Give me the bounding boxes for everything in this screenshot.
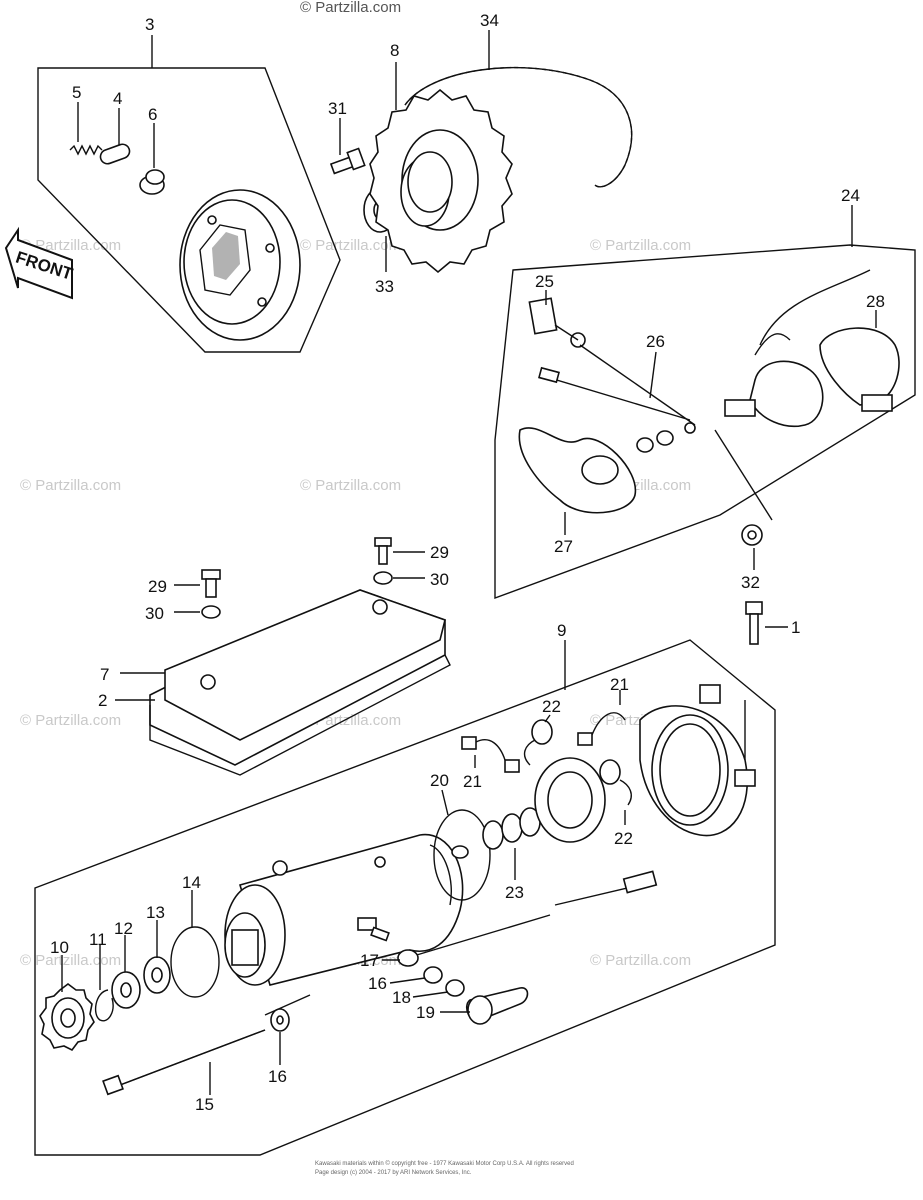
spring-part bbox=[69, 144, 103, 156]
watermark: © Partzilla.com bbox=[20, 712, 121, 729]
callout-34: 34 bbox=[480, 11, 499, 30]
clutch-hub-part bbox=[179, 189, 301, 341]
gasket-part bbox=[149, 654, 451, 776]
starter-relay-part bbox=[724, 269, 900, 427]
nut-part bbox=[423, 966, 465, 997]
group-3-outline bbox=[37, 67, 341, 353]
callout-29: 29 bbox=[148, 577, 167, 596]
washer-part bbox=[143, 956, 171, 994]
brush-plate-part bbox=[534, 757, 606, 843]
callout-17: 17 bbox=[360, 951, 379, 970]
callout-23: 23 bbox=[505, 883, 524, 902]
callout-15: 15 bbox=[195, 1095, 214, 1114]
watermark: © Partzilla.com bbox=[20, 477, 121, 494]
callout-29: 29 bbox=[430, 543, 449, 562]
group-24-outline bbox=[494, 244, 916, 600]
end-cover-part bbox=[639, 684, 756, 837]
through-bolt-part bbox=[102, 1029, 266, 1096]
leader-line bbox=[264, 994, 311, 1016]
footer-page-design: Page design (c) 2004 - 2017 by ARI Netwo… bbox=[315, 1170, 472, 1176]
lead-wire-part bbox=[538, 344, 696, 434]
leader-lines bbox=[61, 30, 877, 1095]
watermark: © Partzilla.com bbox=[300, 477, 401, 494]
sprocket-part bbox=[369, 88, 513, 274]
callout-21: 21 bbox=[610, 675, 629, 694]
callout-31: 31 bbox=[328, 99, 347, 118]
bolt-part bbox=[329, 147, 366, 175]
callout-21: 21 bbox=[463, 772, 482, 791]
callout-labels: 3 5 4 6 8 34 31 33 24 25 26 28 27 32 29 … bbox=[50, 11, 885, 1114]
footer-copyright: Kawasaki materials within © copyright fr… bbox=[315, 1160, 574, 1167]
callout-14: 14 bbox=[182, 873, 201, 892]
brush-spring-part bbox=[523, 719, 553, 766]
callout-4: 4 bbox=[113, 89, 122, 108]
shim-part bbox=[482, 807, 541, 850]
cap-part bbox=[139, 169, 165, 195]
watermark: © Partzilla.com bbox=[590, 237, 691, 254]
pinion-gear-part bbox=[39, 983, 95, 1052]
callout-26: 26 bbox=[646, 332, 665, 351]
roller-pin-part bbox=[99, 143, 131, 165]
chain-part bbox=[404, 66, 633, 188]
callout-11: 11 bbox=[89, 930, 107, 949]
callout-33: 33 bbox=[375, 277, 394, 296]
callout-27: 27 bbox=[554, 537, 573, 556]
callout-25: 25 bbox=[535, 272, 554, 291]
relay-bracket-part bbox=[528, 297, 586, 348]
watermark: © Partzilla.com bbox=[300, 237, 401, 254]
callout-10: 10 bbox=[50, 938, 69, 957]
callout-19: 19 bbox=[416, 1003, 435, 1022]
o-ring-part bbox=[170, 926, 220, 998]
callout-18: 18 bbox=[392, 988, 411, 1007]
leader-line bbox=[714, 429, 773, 521]
circlip-part bbox=[94, 989, 114, 1022]
terminal-lead-part bbox=[397, 870, 658, 967]
callout-2: 2 bbox=[98, 691, 107, 710]
brush-part bbox=[461, 736, 520, 773]
starter-cover-part bbox=[149, 589, 446, 766]
callout-22: 22 bbox=[542, 697, 561, 716]
collar-part bbox=[111, 971, 141, 1009]
callout-8: 8 bbox=[390, 41, 399, 60]
nut-part bbox=[636, 430, 674, 453]
callout-22: 22 bbox=[614, 829, 633, 848]
relay-cover-part bbox=[518, 427, 637, 514]
group-9-outline bbox=[34, 639, 776, 1156]
callout-9: 9 bbox=[557, 621, 566, 640]
callout-32: 32 bbox=[741, 573, 760, 592]
callout-13: 13 bbox=[146, 903, 165, 922]
callout-20: 20 bbox=[430, 771, 449, 790]
nut-part bbox=[741, 524, 763, 546]
bolt-part bbox=[373, 537, 393, 585]
callout-3: 3 bbox=[145, 15, 154, 34]
bolt-part bbox=[745, 601, 763, 645]
watermark: © Partzilla.com bbox=[20, 952, 121, 969]
callout-30: 30 bbox=[145, 604, 164, 623]
top-watermark: © Partzilla.com bbox=[300, 0, 401, 16]
callout-5: 5 bbox=[72, 83, 81, 102]
callout-12: 12 bbox=[114, 919, 133, 938]
terminal-cap-part bbox=[465, 987, 529, 1025]
callout-30: 30 bbox=[430, 570, 449, 589]
callout-1: 1 bbox=[791, 618, 800, 637]
bolt-part bbox=[201, 569, 221, 619]
washer-part bbox=[270, 1008, 290, 1032]
callout-6: 6 bbox=[148, 105, 157, 124]
callout-16: 16 bbox=[368, 974, 387, 993]
callout-16: 16 bbox=[268, 1067, 287, 1086]
starter-motor-part bbox=[224, 833, 469, 986]
bolt-part bbox=[357, 917, 390, 942]
brush-part bbox=[577, 712, 626, 746]
callout-24: 24 bbox=[841, 186, 860, 205]
callout-28: 28 bbox=[866, 292, 885, 311]
watermark: © Partzilla.com bbox=[590, 952, 691, 969]
brush-spring-part bbox=[599, 759, 632, 806]
callout-7: 7 bbox=[100, 665, 109, 684]
o-ring-part bbox=[433, 809, 491, 901]
